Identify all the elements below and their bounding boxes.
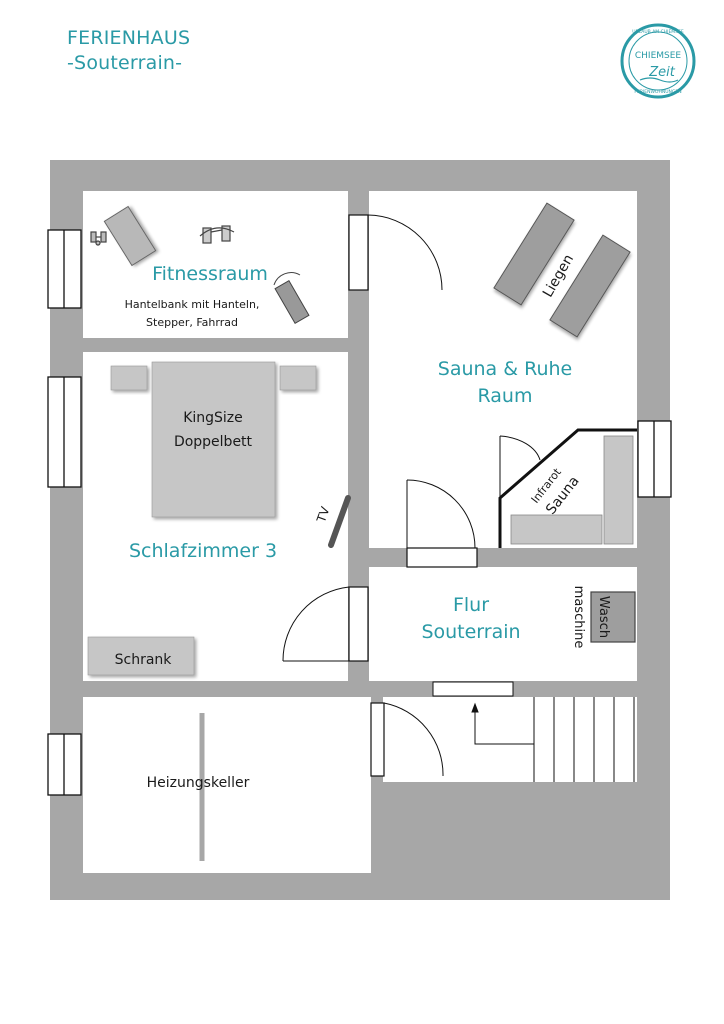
boiler-room-floor xyxy=(83,697,371,873)
door-infrared-sauna[interactable] xyxy=(499,435,541,498)
plan-title: FERIENHAUS xyxy=(67,27,191,49)
fitness-room-desc-line1: Hantelbank mit Hanteln, xyxy=(125,298,260,311)
staircase xyxy=(533,697,635,782)
pillow xyxy=(110,365,148,391)
tv-label: TV xyxy=(314,504,333,525)
bed-label-line2: Doppelbett xyxy=(174,434,253,450)
door-sauna[interactable] xyxy=(348,214,443,291)
stair-direction-arrow-icon xyxy=(471,702,534,745)
wardrobe-label: Schrank xyxy=(115,652,173,668)
stair-area-floor xyxy=(383,697,637,782)
washer-label-line2: maschine xyxy=(571,586,586,649)
wardrobe xyxy=(87,636,195,676)
logo-ring-top: URLAUB AM CHIEMSEE xyxy=(632,29,684,35)
window xyxy=(47,229,82,309)
logo-text-chiemsee: CHIEMSEE xyxy=(635,51,682,61)
logo-text-zeit: Zeit xyxy=(648,65,676,80)
exercise-bike xyxy=(273,272,310,325)
pillow xyxy=(279,365,317,391)
washing-machine xyxy=(590,591,636,643)
fitness-room-label: Fitnessraum xyxy=(152,263,268,285)
window xyxy=(47,376,82,488)
sauna-room-label-line2: Raum xyxy=(478,385,533,407)
hallway-label-line1: Flur xyxy=(453,594,489,616)
bed-label-line1: KingSize xyxy=(183,410,243,426)
tv xyxy=(328,495,351,548)
lounger xyxy=(549,234,631,338)
window xyxy=(637,420,672,498)
plan-subtitle: -Souterrain- xyxy=(67,52,183,74)
window xyxy=(47,733,82,796)
infrared-sauna-cabin xyxy=(498,428,637,548)
lounger xyxy=(493,202,575,306)
door-stairs[interactable] xyxy=(370,702,444,777)
bedroom-label: Schlafzimmer 3 xyxy=(129,540,277,562)
logo-ring-bottom: FERIENWOHNUNGEN xyxy=(634,89,681,95)
hallway-window xyxy=(432,681,514,697)
door-hallway-to-sauna[interactable] xyxy=(406,479,478,568)
boiler-room-label: Heizungskeller xyxy=(147,775,250,791)
chiemsee-zeit-logo: CHIEMSEE Zeit URLAUB AM CHIEMSEE FERIENW… xyxy=(620,23,696,99)
door-bedroom[interactable] xyxy=(282,586,369,662)
dumbbell-icon xyxy=(90,231,107,246)
stepper-icon xyxy=(199,225,235,244)
hallway-label-line2: Souterrain xyxy=(421,621,520,643)
sauna-room-label-line1: Sauna & Ruhe xyxy=(438,358,572,380)
washer-label-line1: Wasch xyxy=(596,596,611,638)
weight-bench xyxy=(103,205,157,267)
double-bed xyxy=(151,361,276,518)
fitness-room-desc-line2: Stepper, Fahrrad xyxy=(146,316,238,329)
